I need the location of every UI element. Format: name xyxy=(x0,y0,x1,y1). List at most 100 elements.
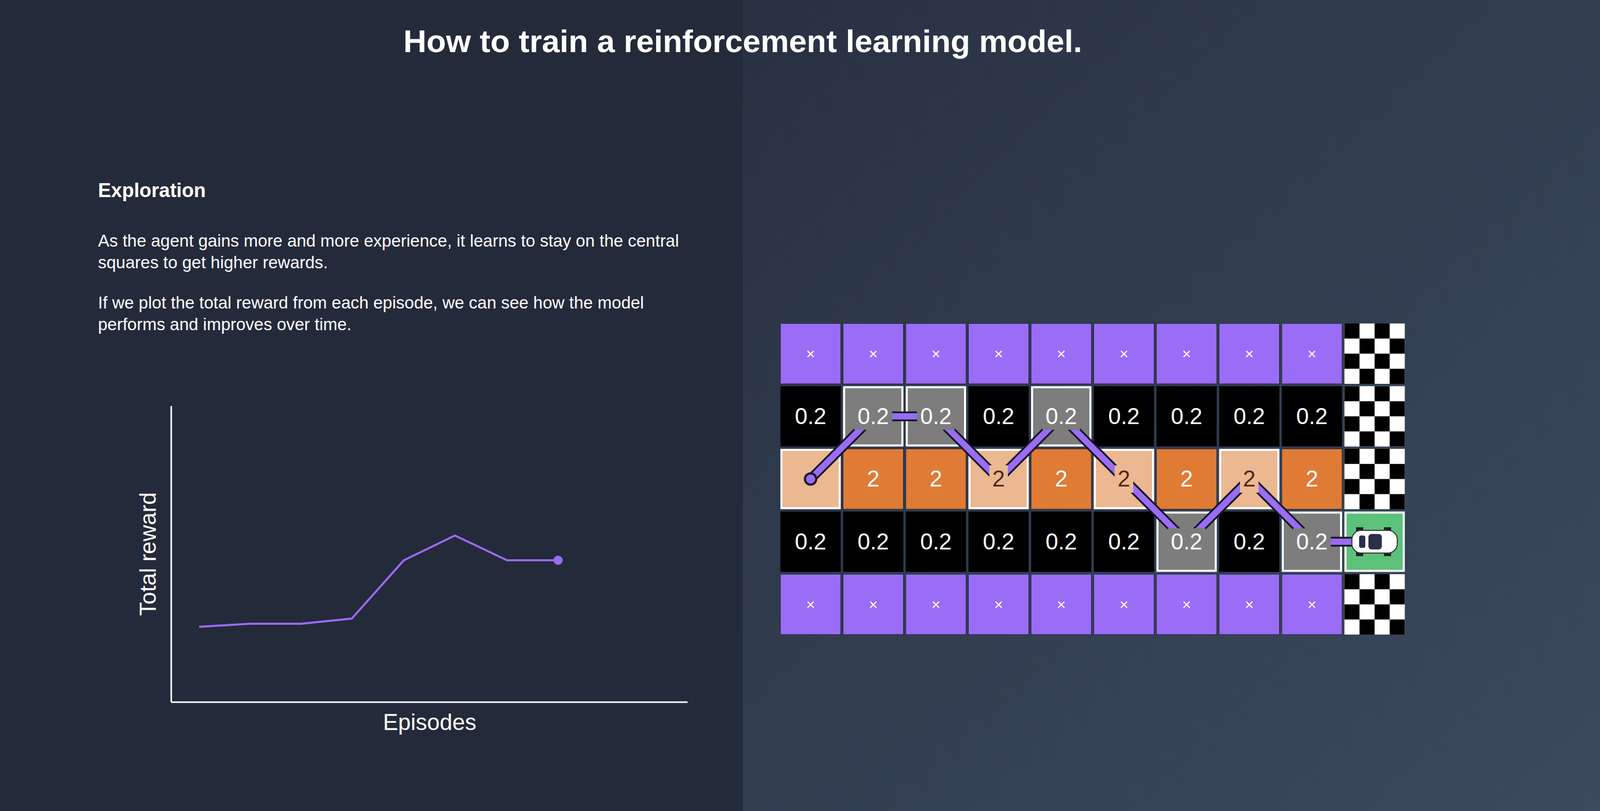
cell-value: × xyxy=(803,344,819,364)
cell-value: × xyxy=(803,594,819,614)
section-heading: Exploration xyxy=(98,177,206,203)
cell-slot: 0.2 xyxy=(1219,511,1280,573)
track-cell xyxy=(1281,323,1343,384)
checker-square xyxy=(1359,619,1375,635)
track-cell xyxy=(905,448,967,510)
x-axis xyxy=(171,701,688,704)
cell-value: 0.2 xyxy=(854,528,892,555)
cell-slot: 0.2 xyxy=(905,386,967,447)
track-cell xyxy=(1219,323,1280,384)
checker-square xyxy=(1359,463,1375,479)
agent-path xyxy=(810,416,1371,542)
body-text: As the agent gains more and more experie… xyxy=(98,230,707,274)
cell-value: × xyxy=(1053,594,1070,614)
checker-square xyxy=(1374,574,1390,590)
checker-square xyxy=(1359,589,1375,604)
cell-slot: 0.2 xyxy=(1219,386,1280,447)
cell-slot: × xyxy=(843,574,904,635)
checker-square xyxy=(1374,323,1390,339)
track-cell xyxy=(843,448,904,510)
cell-value: 0.2 xyxy=(1167,402,1206,430)
cell-slot: × xyxy=(780,574,841,635)
track-cell xyxy=(905,511,967,573)
cell-value: 2 xyxy=(1177,465,1196,493)
track-cell xyxy=(1281,448,1343,510)
track-cell xyxy=(1219,386,1280,447)
cell-slot: 0.2 xyxy=(1031,511,1092,573)
checker-square xyxy=(1374,448,1390,464)
cell-slot: × xyxy=(905,574,967,635)
track-cell xyxy=(1094,323,1155,384)
cell-slot: 0.2 xyxy=(1281,386,1343,447)
checker-square xyxy=(1374,416,1390,432)
axis-label: Episodes xyxy=(383,707,477,737)
cell-slot: 0.2 xyxy=(968,511,1030,573)
track-cell xyxy=(968,511,1030,573)
cell-value: × xyxy=(865,594,881,614)
cell-value: 2 xyxy=(1302,465,1321,493)
page-title: How to train a reinforcement learning mo… xyxy=(175,22,1311,60)
track-cell xyxy=(1094,574,1155,635)
checker-square xyxy=(1344,479,1360,495)
cell-value: 0.2 xyxy=(791,528,830,555)
reward-dot xyxy=(553,555,563,565)
cell-slot: × xyxy=(1156,574,1217,635)
checker-square xyxy=(1359,368,1375,384)
path-outline xyxy=(810,416,1371,542)
checker-square xyxy=(1344,416,1360,432)
checker-square xyxy=(1374,353,1390,369)
cell-slot: × xyxy=(968,574,1030,635)
finish-cell xyxy=(1344,448,1406,510)
cell-value: 2 xyxy=(1051,465,1071,493)
cell-value: 0.2 xyxy=(791,402,830,430)
cell-slot: × xyxy=(968,323,1030,384)
cell-slot: 2 xyxy=(1156,448,1217,510)
checker-square xyxy=(1389,368,1405,384)
checker-square xyxy=(1389,589,1405,604)
cell-value: 2 xyxy=(989,465,1008,493)
track-cell xyxy=(780,323,841,384)
cell-slot: 0.2 xyxy=(1281,511,1343,573)
checker-square xyxy=(1344,448,1360,464)
checker-square xyxy=(1389,401,1405,417)
cell-slot: × xyxy=(1156,323,1217,384)
track-cell xyxy=(1031,511,1092,573)
cell-slot: 2 xyxy=(968,448,1030,510)
cell-value: × xyxy=(1241,344,1257,364)
track-cell xyxy=(1031,574,1092,635)
reward-line xyxy=(199,535,559,627)
cell-slot: 2 xyxy=(843,448,904,510)
track-cell xyxy=(1094,511,1155,573)
cell-slot: 0.2 xyxy=(905,511,967,573)
cell-value: 0.2 xyxy=(1104,528,1143,555)
track-cell xyxy=(843,323,904,384)
cell-slot: 0.2 xyxy=(1156,511,1217,573)
cell-slot: × xyxy=(1031,323,1092,384)
cell-value: 2 xyxy=(926,465,945,493)
track-cell xyxy=(905,323,967,384)
goal-cell xyxy=(1345,512,1404,571)
cell-value: 0.2 xyxy=(1042,528,1081,555)
cell-value: 0.2 xyxy=(1293,528,1331,555)
cell-value: × xyxy=(928,594,944,614)
cell-slot: × xyxy=(1031,574,1092,635)
track-cell xyxy=(1156,448,1217,510)
cell-slot: × xyxy=(1219,323,1280,384)
checker-square xyxy=(1389,463,1405,479)
cell-value: 2 xyxy=(1239,465,1259,493)
cell-slot: 0.2 xyxy=(968,386,1030,447)
cell-slot: × xyxy=(905,323,967,384)
checker-square xyxy=(1344,604,1360,620)
track-cell xyxy=(968,574,1030,635)
track-cell xyxy=(1156,386,1217,447)
cell-value: × xyxy=(1116,344,1132,364)
checker-square xyxy=(1359,401,1375,417)
track-cell xyxy=(1031,448,1092,510)
checker-square xyxy=(1389,619,1405,635)
cell-value: × xyxy=(1241,594,1257,614)
axis-label: Total reward xyxy=(133,492,163,616)
cell-value: × xyxy=(865,344,881,364)
track-cell xyxy=(1156,323,1217,384)
cell-slot: 2 xyxy=(1031,448,1092,510)
track-cell xyxy=(1219,511,1280,573)
